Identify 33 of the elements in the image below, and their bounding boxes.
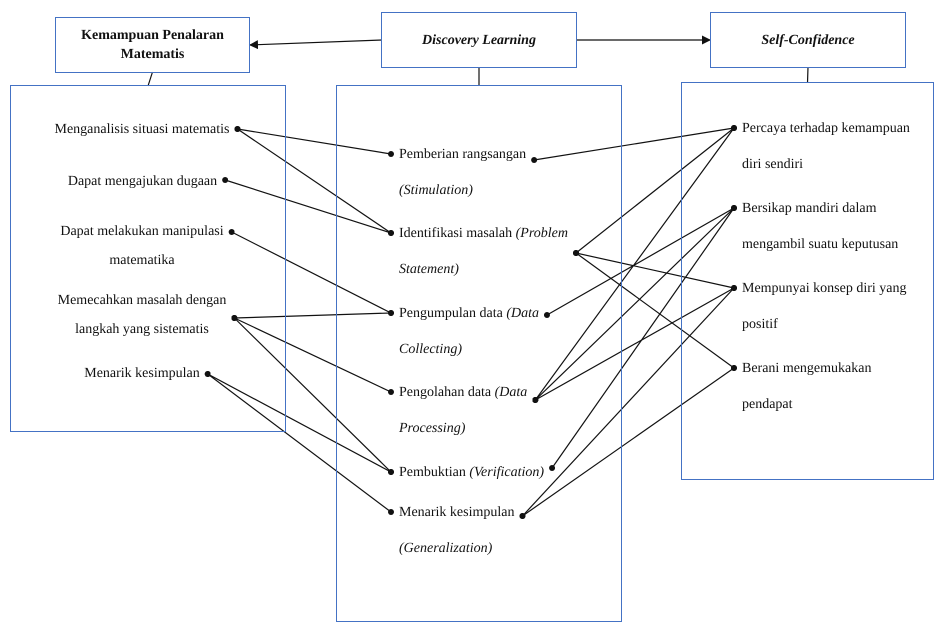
item-text: Percaya terhadap kemampuan diri sendiri — [742, 120, 911, 174]
connector-line — [549, 205, 737, 471]
header-title: Kemampuan Penalaran Matematis — [80, 27, 225, 64]
arrow — [576, 36, 711, 44]
header-title: Self-Confidence — [761, 32, 855, 50]
header-box — [710, 12, 906, 68]
item-text: Menganalisis situasi matematis — [54, 121, 230, 139]
item-text: Mempunyai konsep diri yang positif — [742, 280, 908, 334]
arrow — [248, 39, 382, 50]
item-text: Pembuktian (Verification) — [399, 464, 546, 482]
item-text: Dapat mengajukan dugaan — [66, 173, 218, 191]
item-text: Pengumpulan data (Data Collecting) — [399, 305, 540, 359]
item-text: Menarik kesimpulan — [83, 365, 201, 383]
panel-box — [681, 82, 934, 480]
connector-line — [478, 67, 480, 86]
connector-line — [204, 371, 394, 515]
header-box — [55, 17, 250, 73]
connector-line — [147, 72, 154, 86]
panel-box — [10, 85, 286, 432]
item-text: Pengolahan data (Data Processing) — [399, 384, 528, 438]
connector-line — [806, 66, 809, 84]
connector-line — [222, 177, 394, 236]
item-text: Menarik kesimpulan (Generalization) — [399, 504, 516, 558]
item-text: Identifikasi masalah (Problem Statement) — [399, 225, 569, 279]
item-text: Berani mengemukakan pendapat — [742, 360, 872, 414]
item-text: Memecahkan masalah dengan langkah yang sistematis — [56, 292, 228, 339]
header-box — [381, 12, 577, 68]
connector-line — [519, 365, 737, 519]
header-title: Discovery Learning — [422, 32, 536, 50]
panel-box — [336, 85, 622, 622]
item-text: Dapat melakukan manipulasi matematika — [59, 223, 225, 270]
item-text: Pemberian rangsangan (Stimulation) — [399, 146, 528, 200]
item-text: Bersikap mandiri dalam mengambil suatu keputusan — [742, 200, 900, 254]
